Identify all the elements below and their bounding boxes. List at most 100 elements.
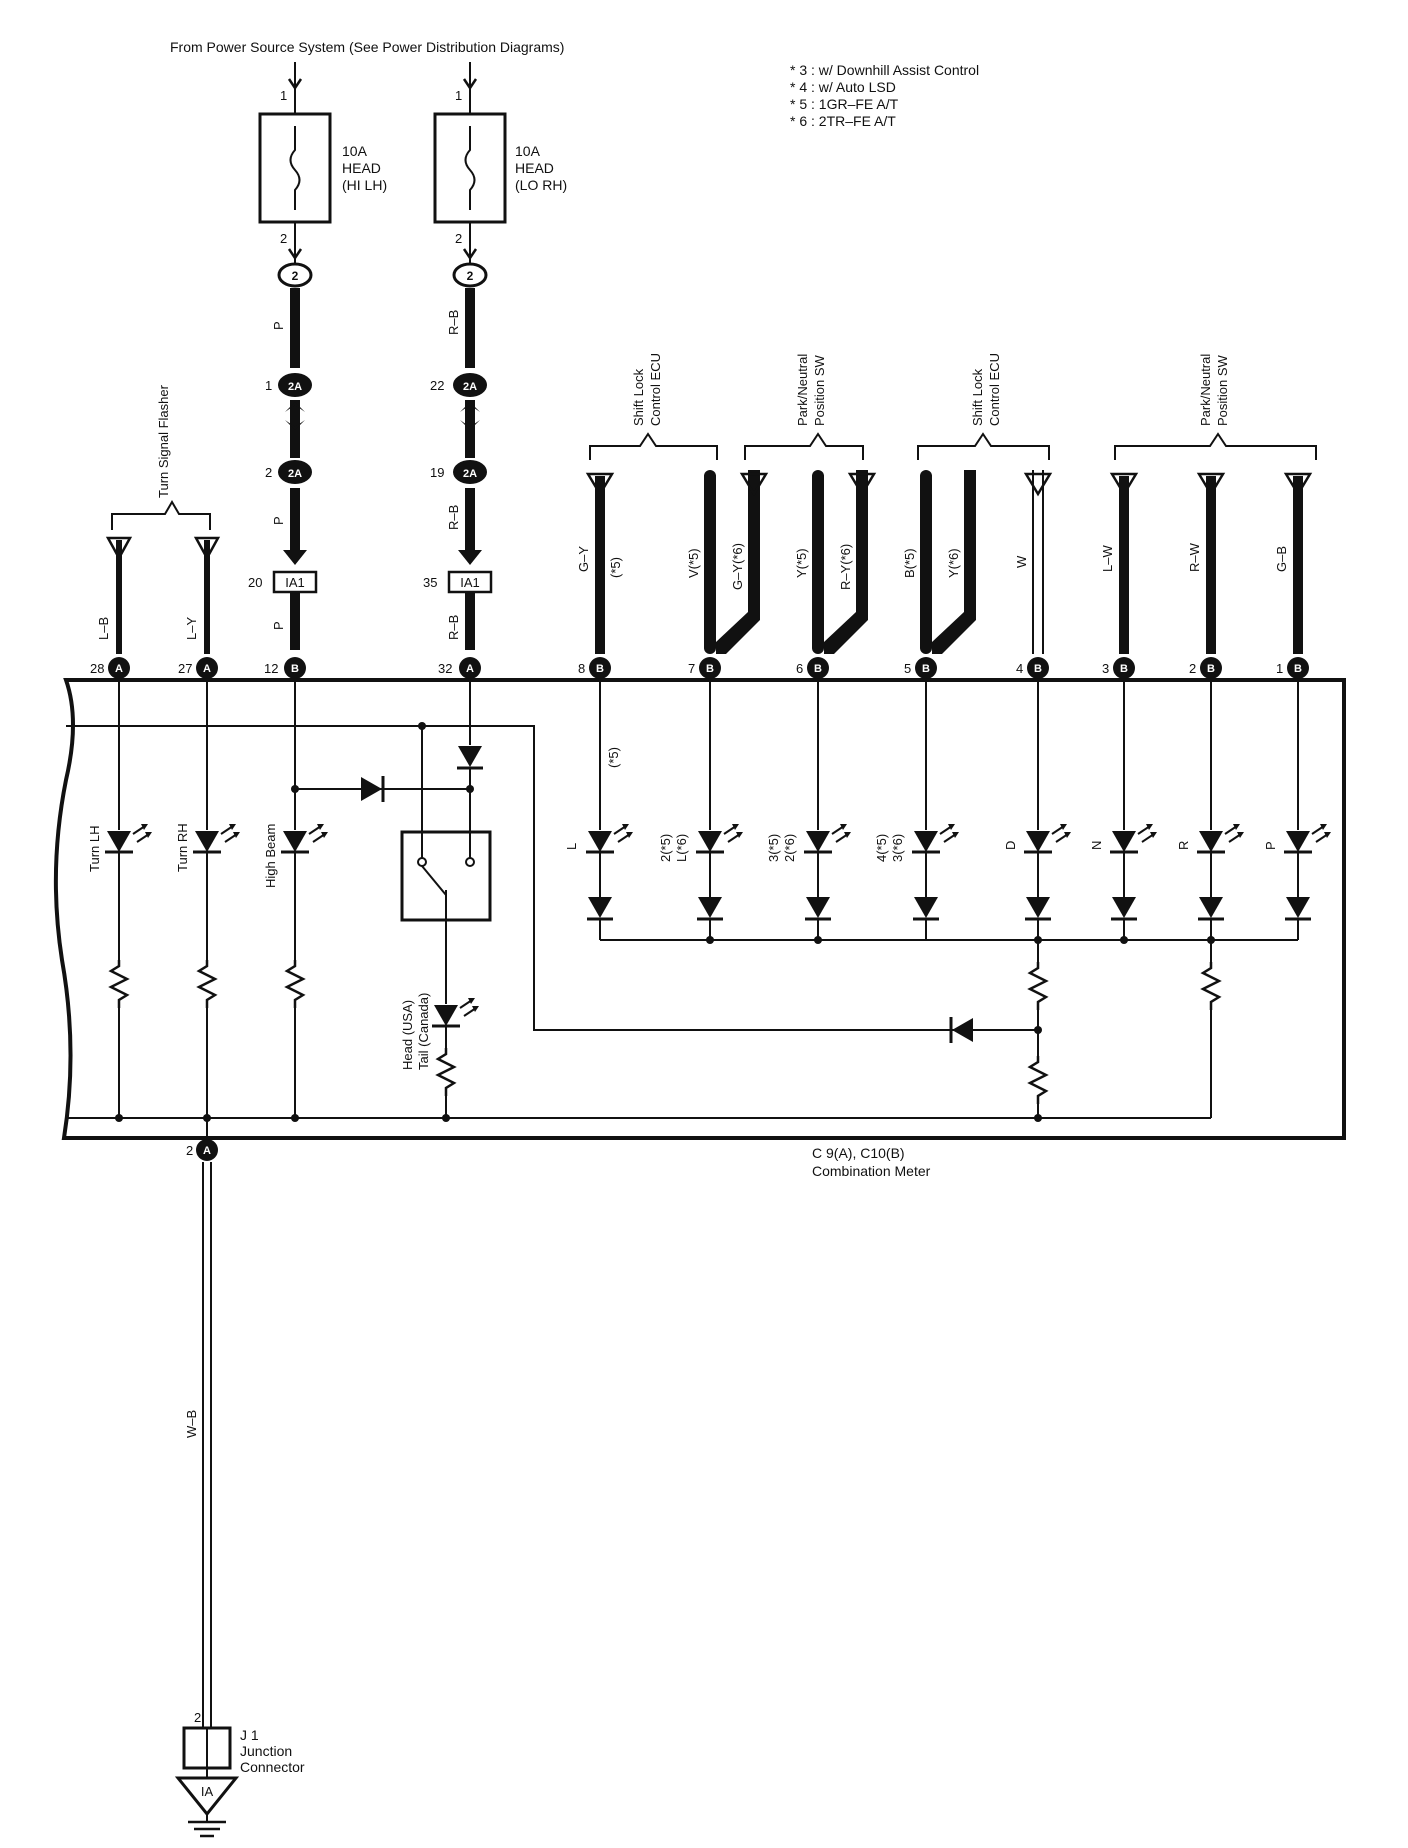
svg-text:A: A (466, 663, 474, 675)
footnotes: * 3 : w/ Downhill Assist Control * 4 : w… (790, 62, 979, 129)
ecu-sw-brackets: Shift Lock Control ECU Park/Neutral Posi… (589, 353, 1317, 460)
svg-text:A: A (203, 1145, 211, 1157)
wire-color-r-b: R–B (446, 505, 461, 530)
meter-pin-5: B5 (904, 657, 937, 679)
svg-text:Y(*6): Y(*6) (946, 548, 961, 578)
svg-text:2: 2 (292, 269, 299, 283)
svg-text:L(*6): L(*6) (674, 834, 689, 862)
meter-pin-8: B8 (578, 657, 611, 679)
meter-connector-label: C 9(A), C10(B) (812, 1145, 905, 1161)
svg-text:R: R (1176, 841, 1191, 850)
connector-2a-lo-bottom: 2A 19 (430, 460, 487, 484)
svg-text:35: 35 (423, 575, 437, 590)
svg-text:5: 5 (904, 661, 911, 676)
wire-lo-beam-feed (458, 222, 482, 650)
turn-lh-label: Turn LH (87, 826, 102, 872)
connector-2-hi: 2 (277, 262, 313, 288)
svg-text:4(*5): 4(*5) (874, 834, 889, 862)
meter-name-label: Combination Meter (812, 1163, 931, 1179)
svg-text:20: 20 (248, 575, 262, 590)
svg-text:V(*5): V(*5) (686, 548, 701, 578)
svg-text:B: B (596, 663, 604, 675)
meter-pin-27: A27 (178, 657, 218, 679)
svg-text:19: 19 (430, 465, 444, 480)
meter-pin-4: B4 (1016, 657, 1049, 679)
svg-text:3(*5): 3(*5) (766, 834, 781, 862)
meter-pin-28: A28 (90, 657, 130, 679)
wire-color-p: P (271, 621, 286, 630)
svg-text:P: P (1263, 841, 1278, 850)
fuse-element-icon (289, 126, 301, 210)
svg-text:2A: 2A (288, 468, 302, 480)
svg-text:B: B (814, 663, 822, 675)
connector-ia1-hi: IA1 20 (248, 570, 318, 594)
svg-text:A: A (203, 663, 211, 675)
wire-color-r-b: R–B (446, 615, 461, 640)
fuse-head-lo-rh: 1 10A HEAD (LO RH) 2 (433, 62, 567, 246)
wire-hi-beam-feed (283, 222, 307, 650)
svg-text:L–B: L–B (96, 617, 111, 640)
meter-pins: A28 A27 B12 A32 B8 B7 B6 B5 B4 B3 B2 B1 (90, 657, 1309, 679)
svg-text:J 1: J 1 (240, 1727, 259, 1743)
svg-text:Junction: Junction (240, 1743, 292, 1759)
svg-text:2: 2 (194, 1710, 201, 1725)
svg-text:Connector: Connector (240, 1759, 305, 1775)
svg-text:Y(*5): Y(*5) (794, 548, 809, 578)
wire-color-r-b: R–B (446, 310, 461, 335)
svg-text:B: B (1120, 663, 1128, 675)
svg-text:1: 1 (265, 378, 272, 393)
right-wire-labels: G–Y (*5) V(*5) G–Y(*6) Y(*5) R–Y(*6) B(*… (576, 542, 1289, 590)
ground-wire-w-b: A 2 W–B (184, 1139, 218, 1728)
svg-text:B: B (706, 663, 714, 675)
svg-text:Park/Neutral: Park/Neutral (1198, 354, 1213, 426)
svg-text:2: 2 (186, 1143, 193, 1158)
ground-ia-icon: IA (174, 1776, 240, 1838)
svg-text:3: 3 (1102, 661, 1109, 676)
junction-connector-j1: 2 J 1 Junction Connector (182, 1710, 305, 1778)
svg-text:IA: IA (201, 1784, 214, 1799)
svg-text:W: W (1014, 555, 1029, 568)
svg-text:IA1: IA1 (460, 575, 480, 590)
svg-text:22: 22 (430, 378, 444, 393)
svg-text:2A: 2A (463, 381, 477, 393)
svg-text:2: 2 (265, 465, 272, 480)
svg-text:Position SW: Position SW (812, 354, 827, 426)
shift-indicator-labels: L (*5) 2(*5) L(*6) 3(*5) 2(*6) 4(*5) 3(*… (564, 747, 1278, 862)
svg-text:Shift Lock: Shift Lock (970, 368, 985, 426)
svg-text:2: 2 (1189, 661, 1196, 676)
right-harness-wires (585, 470, 1313, 654)
svg-text:Control ECU: Control ECU (987, 353, 1002, 426)
footnote-3: * 3 : w/ Downhill Assist Control (790, 62, 979, 78)
wire-color-p: P (271, 321, 286, 330)
svg-text:2(*6): 2(*6) (782, 834, 797, 862)
meter-pin-6: B6 (796, 657, 829, 679)
tail-lamp-label: Tail (Canada) (416, 993, 431, 1070)
meter-pin-2: B2 (1189, 657, 1222, 679)
turn-signal-flasher-label: Turn Signal Flasher (156, 384, 171, 498)
svg-text:(*5): (*5) (606, 747, 621, 768)
fuse-lo-rating: 10A (515, 143, 541, 159)
svg-text:B: B (291, 663, 299, 675)
fuse-element-icon (464, 126, 476, 210)
svg-text:7: 7 (688, 661, 695, 676)
fuse-hi-rating: 10A (342, 143, 368, 159)
power-source-label: From Power Source System (See Power Dist… (170, 39, 564, 55)
svg-text:Shift Lock: Shift Lock (631, 368, 646, 426)
svg-text:L–W: L–W (1100, 545, 1115, 572)
internal-circuit-shift-indicator (584, 679, 1333, 1118)
svg-text:Park/Neutral: Park/Neutral (795, 354, 810, 426)
connector-2a-lo-top: 2A 22 (430, 373, 487, 397)
fuse-lo-pin-in: 1 (455, 88, 462, 103)
fuse-hi-pin-in: 1 (280, 88, 287, 103)
meter-pin-1: B1 (1276, 657, 1309, 679)
svg-text:4: 4 (1016, 661, 1023, 676)
svg-text:L–Y: L–Y (184, 617, 199, 640)
connector-2-lo: 2 (452, 262, 488, 288)
fuse-lo-name: HEAD (515, 160, 554, 176)
meter-pin-3: B3 (1102, 657, 1135, 679)
svg-text:R–Y(*6): R–Y(*6) (838, 544, 853, 590)
svg-text:IA1: IA1 (285, 575, 305, 590)
svg-text:R–W: R–W (1187, 542, 1202, 572)
wire-color-p: P (271, 516, 286, 525)
turn-signal-flasher-group: Turn Signal Flasher L–B L–Y (96, 384, 221, 654)
